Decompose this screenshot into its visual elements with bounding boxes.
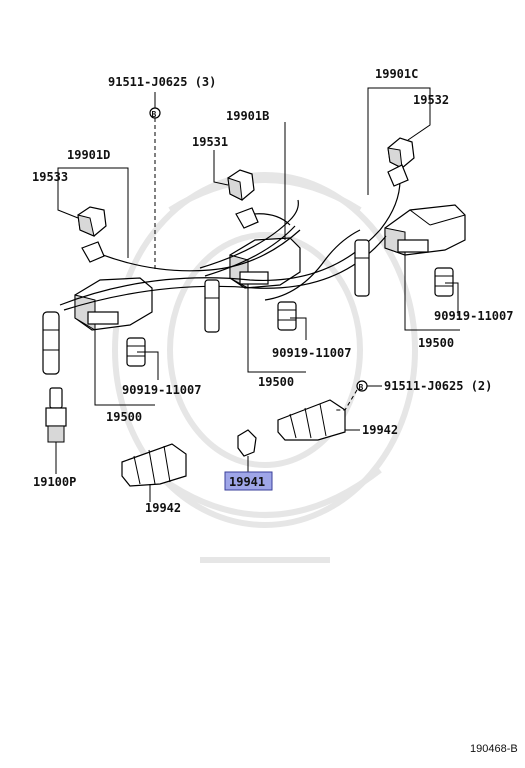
- label-19500-right[interactable]: 19500: [418, 336, 454, 350]
- plug-boot-center[interactable]: [277, 301, 297, 331]
- bolt-marker-top: B: [152, 110, 157, 119]
- label-19901c[interactable]: 19901C: [375, 67, 418, 81]
- watermark-emblem: [112, 172, 418, 563]
- label-19901b[interactable]: 19901B: [226, 109, 269, 123]
- plug-boot-right[interactable]: [434, 267, 454, 297]
- bolt-marker-right: B: [359, 383, 364, 392]
- wire-boot-mid[interactable]: [204, 279, 220, 333]
- label-19532[interactable]: 19532: [413, 93, 449, 107]
- label-19500-center[interactable]: 19500: [258, 375, 294, 389]
- bolt-line-top: [149, 107, 161, 270]
- label-19533[interactable]: 19533: [32, 170, 68, 184]
- cap-19532[interactable]: [387, 137, 415, 169]
- figure-reference: 190468-B: [470, 743, 518, 755]
- wire-boot-rightmid[interactable]: [354, 239, 370, 297]
- label-19531[interactable]: 19531: [192, 135, 228, 149]
- bolt-line-right: [335, 380, 368, 411]
- label-bolt-top[interactable]: 91511-J0625 (3): [108, 75, 216, 89]
- clamp-right[interactable]: [277, 399, 346, 441]
- ignition-wires[interactable]: [59, 179, 401, 311]
- label-bolt-right[interactable]: 91511-J0625 (2): [384, 379, 492, 393]
- label-90919-left[interactable]: 90919-11007: [122, 383, 201, 397]
- leader-wire-c: [367, 87, 431, 195]
- label-19901d[interactable]: 19901D: [67, 148, 110, 162]
- cap-19533[interactable]: [77, 206, 107, 237]
- coil-right[interactable]: [384, 204, 466, 256]
- wire-end-c[interactable]: [387, 164, 409, 187]
- cap-19531[interactable]: [227, 169, 255, 201]
- label-19942-right[interactable]: 19942: [362, 423, 398, 437]
- highlight-box: [224, 471, 273, 491]
- label-19500-left[interactable]: 19500: [106, 410, 142, 424]
- label-19941[interactable]: 19941: [229, 475, 265, 489]
- wire-boot-left[interactable]: [42, 311, 60, 375]
- label-90919-right[interactable]: 90919-11007: [434, 309, 513, 323]
- label-90919-center[interactable]: 90919-11007: [272, 346, 351, 360]
- wire-end-b[interactable]: [235, 207, 259, 229]
- clamp-left[interactable]: [121, 443, 187, 487]
- label-19100p[interactable]: 19100P: [33, 475, 76, 489]
- spark-plug[interactable]: [45, 387, 67, 452]
- bracket-19941[interactable]: [237, 429, 257, 457]
- label-19942-left[interactable]: 19942: [145, 501, 181, 515]
- coil-left[interactable]: [74, 277, 153, 331]
- wire-end-d[interactable]: [81, 241, 105, 263]
